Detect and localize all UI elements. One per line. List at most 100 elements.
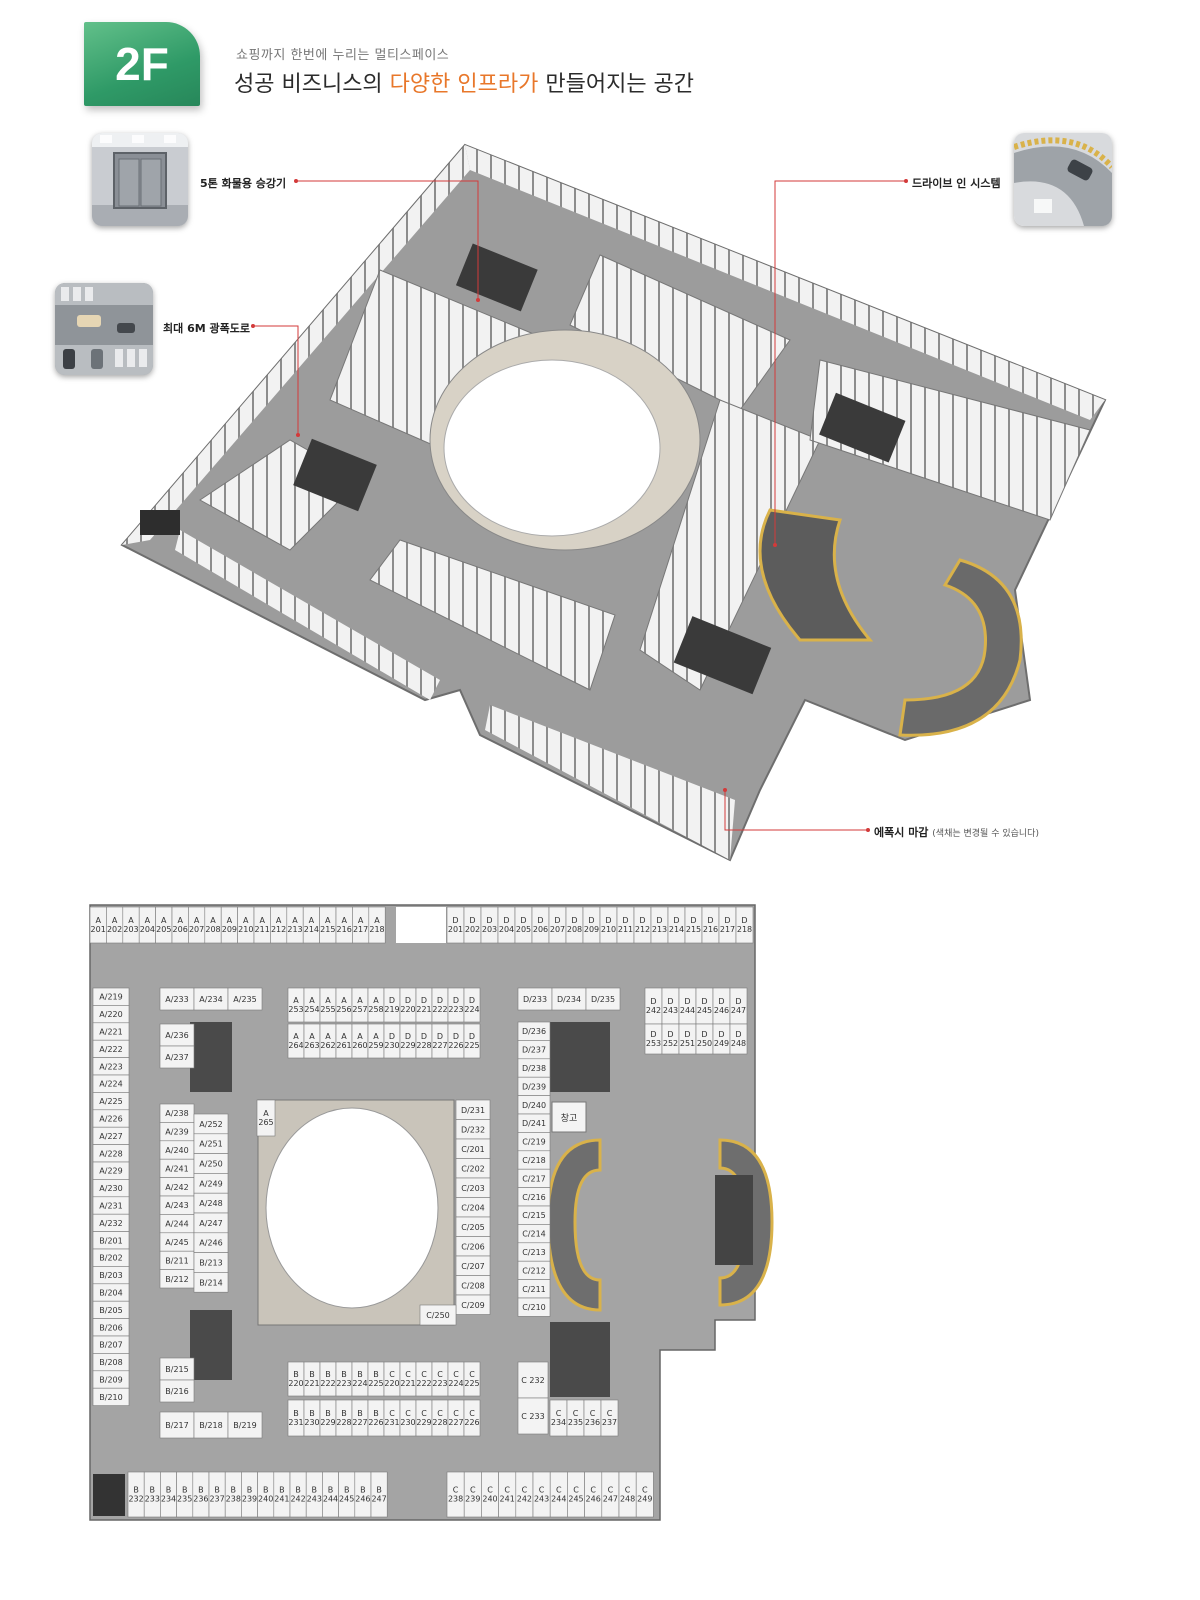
unit-label: 231 bbox=[288, 1418, 303, 1427]
page-title: 성공 비즈니스의 다양한 인프라가 만들어지는 공간 bbox=[234, 66, 694, 98]
unit-label: 241 bbox=[274, 1495, 289, 1504]
unit-label: D bbox=[469, 1032, 475, 1041]
unit-label: 205 bbox=[516, 925, 531, 934]
iso-stalls-bottom-left bbox=[175, 530, 440, 700]
unit-label: 217 bbox=[720, 925, 735, 934]
unit-label: 221 bbox=[400, 1379, 415, 1388]
title-pre: 성공 비즈니스의 bbox=[234, 72, 390, 97]
unit-label: D/237 bbox=[522, 1046, 546, 1055]
unit-label: A/235 bbox=[233, 995, 256, 1004]
unit-label: A/226 bbox=[99, 1115, 122, 1124]
unit-label: 205 bbox=[156, 925, 171, 934]
unit-label: B bbox=[328, 1486, 334, 1495]
unit-label: 252 bbox=[663, 1039, 678, 1048]
unit-label: 263 bbox=[304, 1041, 319, 1050]
unit-label: C bbox=[556, 1486, 562, 1495]
unit-label: 211 bbox=[255, 925, 270, 934]
unit-label: B bbox=[312, 1486, 318, 1495]
unit-label: D bbox=[486, 916, 492, 925]
unit-label: 227 bbox=[448, 1418, 463, 1427]
unit-label: 240 bbox=[258, 1495, 273, 1504]
unit-cell bbox=[463, 1399, 481, 1437]
unit-label: A/229 bbox=[99, 1167, 122, 1176]
isometric-floor-view bbox=[120, 143, 1107, 862]
dot-road bbox=[251, 324, 255, 328]
unit-label: A/224 bbox=[99, 1080, 122, 1089]
unit-cell bbox=[370, 1471, 388, 1518]
unit-label: D bbox=[437, 996, 443, 1005]
unit-label: D bbox=[684, 997, 690, 1006]
unit-label: A bbox=[373, 1032, 379, 1041]
unit-label: B/204 bbox=[99, 1289, 122, 1298]
unit-label: C bbox=[556, 1409, 562, 1418]
unit-label: C/210 bbox=[522, 1303, 546, 1312]
unit-label: 248 bbox=[620, 1495, 635, 1504]
unit-label: A bbox=[325, 1032, 331, 1041]
unit-label: A bbox=[373, 996, 379, 1005]
unit-label: B bbox=[263, 1486, 269, 1495]
unit-label: C/202 bbox=[461, 1164, 485, 1173]
unit-label: B bbox=[182, 1486, 188, 1495]
unit-label: D bbox=[707, 916, 713, 925]
unit-label: D bbox=[405, 996, 411, 1005]
unit-label: 204 bbox=[140, 925, 155, 934]
unit-label: C bbox=[608, 1486, 614, 1495]
unit-label: C/218 bbox=[522, 1156, 546, 1165]
unit-label: A bbox=[309, 996, 315, 1005]
plan-core-1 bbox=[190, 1022, 232, 1092]
unit-label: C/204 bbox=[461, 1203, 485, 1212]
unit-label: 244 bbox=[323, 1495, 338, 1504]
unit-label: A/240 bbox=[165, 1146, 188, 1155]
unit-label: A/237 bbox=[165, 1053, 188, 1062]
unit-label: A/221 bbox=[99, 1028, 122, 1037]
unit-label: 236 bbox=[585, 1418, 600, 1427]
unit-label: 228 bbox=[432, 1418, 447, 1427]
unit-label: 250 bbox=[697, 1039, 712, 1048]
unit-label: D bbox=[639, 916, 645, 925]
unit-label: D bbox=[724, 916, 730, 925]
unit-label: B bbox=[325, 1409, 331, 1418]
unit-label: 244 bbox=[680, 1006, 695, 1015]
unit-label: C/217 bbox=[522, 1174, 546, 1183]
unit-label: 257 bbox=[352, 1005, 367, 1014]
unit-label: D bbox=[405, 1032, 411, 1041]
plan-ramp-left bbox=[546, 1138, 602, 1312]
unit-label: B bbox=[373, 1409, 379, 1418]
unit-label: C bbox=[539, 1486, 545, 1495]
unit-label: C/206 bbox=[461, 1242, 485, 1251]
unit-label: 259 bbox=[368, 1041, 383, 1050]
unit-label: 228 bbox=[416, 1041, 431, 1050]
unit-label: A/228 bbox=[99, 1149, 122, 1158]
unit-label: 223 bbox=[432, 1379, 447, 1388]
unit-label: A/227 bbox=[99, 1132, 122, 1141]
unit-label: 256 bbox=[336, 1005, 351, 1014]
unit-label: 201 bbox=[448, 925, 463, 934]
unit-label: 221 bbox=[416, 1005, 431, 1014]
unit-cell bbox=[729, 1023, 748, 1055]
unit-label: C bbox=[522, 1486, 528, 1495]
unit-label: A/244 bbox=[165, 1220, 188, 1229]
unit-cell bbox=[159, 1379, 195, 1403]
unit-cell bbox=[463, 1361, 481, 1397]
unit-label: 221 bbox=[304, 1379, 319, 1388]
unit-label: B bbox=[344, 1486, 350, 1495]
unit-label: 254 bbox=[304, 1005, 319, 1014]
unit-label: 233 bbox=[145, 1495, 160, 1504]
unit-cell bbox=[227, 1411, 263, 1439]
unit-label: C bbox=[642, 1486, 648, 1495]
unit-label: 227 bbox=[352, 1418, 367, 1427]
unit-label: D bbox=[421, 996, 427, 1005]
unit-cell bbox=[256, 1099, 276, 1137]
unit-label: 222 bbox=[432, 1005, 447, 1014]
unit-label: C bbox=[470, 1486, 476, 1495]
unit-label: 260 bbox=[352, 1041, 367, 1050]
unit-label: B bbox=[341, 1409, 347, 1418]
unit-label: C/213 bbox=[522, 1248, 546, 1257]
unit-label: 241 bbox=[500, 1495, 515, 1504]
unit-label: C/207 bbox=[461, 1262, 485, 1271]
unit-label: B/209 bbox=[99, 1376, 122, 1385]
unit-label: D/235 bbox=[591, 995, 615, 1004]
unit-label: D bbox=[673, 916, 679, 925]
unit-label: 228 bbox=[336, 1418, 351, 1427]
unit-label: A/223 bbox=[99, 1062, 122, 1071]
